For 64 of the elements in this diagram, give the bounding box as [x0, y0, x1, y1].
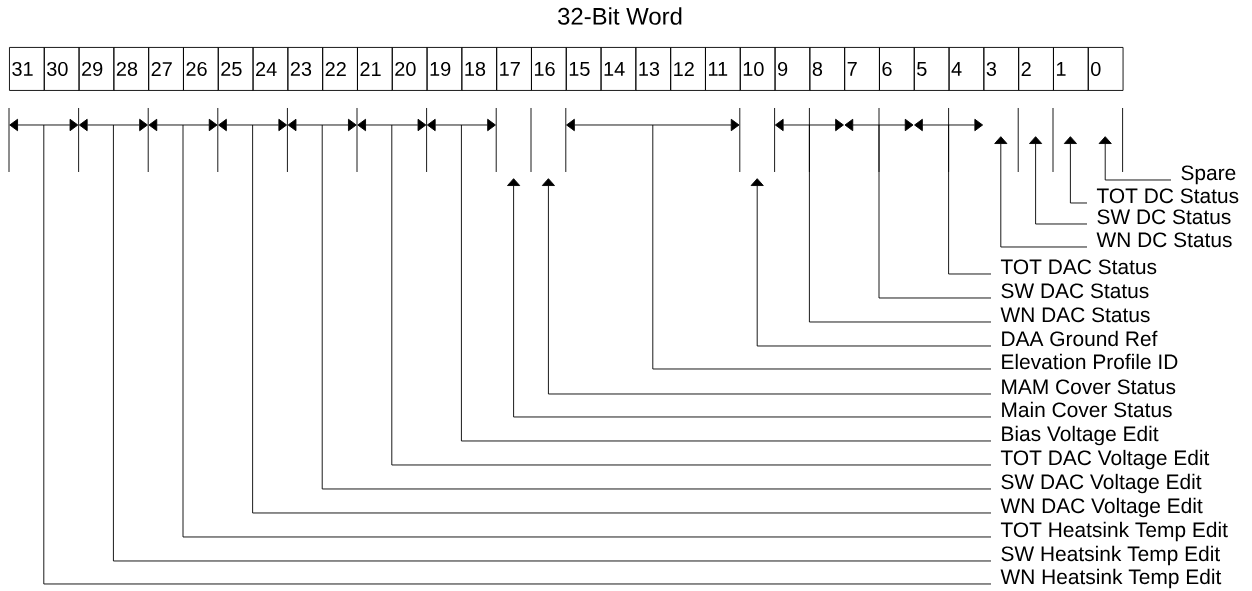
field-label: SW DC Status — [1097, 209, 1231, 225]
bit-cell: 10 — [739, 47, 776, 91]
leader-line — [460, 124, 992, 442]
bit-cell: 11 — [705, 47, 741, 91]
bit-cell: 21 — [357, 47, 393, 91]
leader-line — [391, 124, 992, 466]
leader-line — [1029, 136, 1088, 225]
bit-cell: 30 — [43, 47, 80, 91]
field-label: SW DAC Voltage Edit — [1001, 473, 1202, 494]
field-label: SW DAC Status — [1001, 283, 1149, 299]
leader-line — [750, 178, 992, 347]
bit-cell: 0 — [1087, 47, 1124, 91]
field-label: WN DAC Status — [1000, 307, 1150, 323]
title: 32-Bit Word — [558, 7, 682, 25]
bit-cell: 16 — [531, 47, 567, 91]
field-label: TOT DAC Status — [1000, 259, 1157, 275]
field-label: WN DC Status — [1096, 232, 1232, 248]
bit-cell: 26 — [183, 47, 219, 91]
bit-cell: 17 — [496, 47, 532, 91]
leader-line — [994, 136, 1088, 248]
bit-cell: 2 — [1018, 47, 1054, 91]
field-label: WN DAC Voltage Edit — [1000, 497, 1203, 518]
bit-cell: 24 — [252, 47, 289, 91]
field-label: Spare — [1181, 165, 1236, 185]
field-label: TOT DC Status — [1096, 188, 1239, 204]
bit-cell: 31 — [9, 47, 45, 91]
leader-line — [652, 124, 992, 370]
bit-cell: 8 — [809, 47, 846, 91]
bit-cell: 23 — [287, 47, 324, 91]
field-label: DAA Ground Ref — [1002, 330, 1158, 347]
leader-line — [1098, 136, 1172, 181]
bit-cell: 25 — [217, 47, 254, 91]
field-label: Bias Voltage Edit — [1002, 425, 1159, 446]
bit-cell: 19 — [426, 47, 463, 91]
bit-cell: 14 — [600, 47, 637, 91]
bit-cell: 7 — [844, 47, 880, 91]
bit-cell: 18 — [461, 47, 498, 91]
bit-cell: 9 — [774, 47, 811, 91]
bit-cell: 22 — [322, 47, 358, 91]
bit-cell: 20 — [391, 47, 428, 91]
bit-cell: 6 — [879, 47, 915, 91]
bit-cell: 3 — [983, 47, 1020, 91]
bit-cell: 4 — [948, 47, 985, 91]
bit-cell: 13 — [635, 47, 672, 91]
field-label: WN Heatsink Temp Edit — [1000, 568, 1222, 589]
leader-line — [541, 178, 992, 395]
bit-cell: 28 — [113, 47, 150, 91]
bit-cell: 12 — [670, 47, 706, 91]
bit-cell: 15 — [565, 47, 602, 91]
bit-cell: 29 — [78, 47, 115, 91]
leader-line — [948, 124, 992, 275]
bit-cell: 1 — [1053, 47, 1089, 91]
leader-line — [1063, 136, 1088, 204]
field-label: TOT DAC Voltage Edit — [1000, 449, 1210, 470]
field-label: MAM Cover Status — [1002, 379, 1176, 395]
leader-line — [507, 178, 992, 418]
leader-line — [878, 124, 992, 299]
bit-cell: 5 — [913, 47, 950, 91]
field-label: SW Heatsink Temp Edit — [1001, 545, 1220, 566]
field-label: Elevation Profile ID — [1002, 353, 1178, 370]
field-label: TOT Heatsink Temp Edit — [1000, 521, 1228, 542]
field-label: Main Cover Status — [1002, 401, 1172, 418]
leader-line — [808, 124, 992, 323]
bit-cell: 27 — [148, 47, 184, 91]
